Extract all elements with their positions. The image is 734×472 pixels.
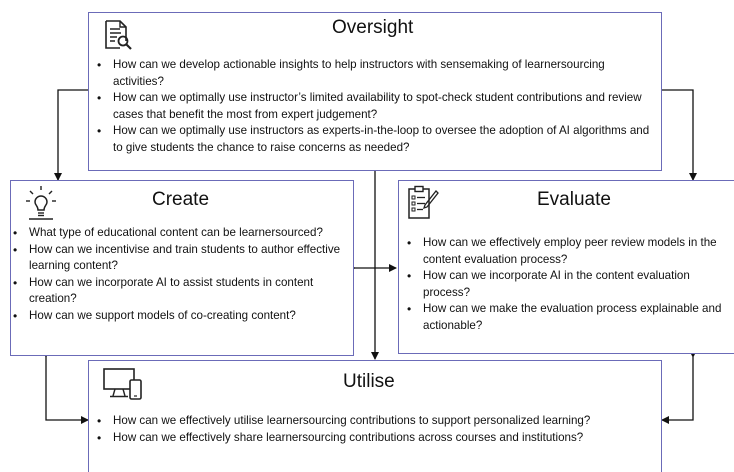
devices-icon <box>103 368 142 400</box>
list-item: How can we effectively employ peer revie… <box>405 235 733 268</box>
create-title: Create <box>152 189 210 210</box>
utilise-title: Utilise <box>343 371 395 392</box>
utilise-list: How can we effectively utilise learnerso… <box>95 413 659 446</box>
evaluate-list: How can we effectively employ peer revie… <box>405 235 733 334</box>
list-item: How can we support models of co-creating… <box>11 308 349 325</box>
list-item: How can we incorporate AI in the content… <box>405 268 733 301</box>
clipboard-checklist-icon <box>408 185 439 219</box>
list-item: How can we make the evaluation process e… <box>405 301 733 334</box>
evaluate-box: Evaluate How can we effectively employ p… <box>398 180 734 354</box>
create-box: Create What type of educational content … <box>10 180 354 356</box>
evaluate-title: Evaluate <box>537 189 611 210</box>
list-item: How can we effectively share learnersour… <box>95 430 659 447</box>
list-item: How can we optimally use instructors as … <box>95 123 655 156</box>
list-item: How can we incentivise and train student… <box>11 242 349 275</box>
list-item: How can we optimally use instructor’s li… <box>95 90 655 123</box>
oversight-box: Oversight How can we develop actionable … <box>88 12 662 171</box>
list-item: How can we develop actionable insights t… <box>95 57 655 90</box>
arrow-evaluate-utilise <box>661 350 697 424</box>
oversight-list: How can we develop actionable insights t… <box>95 57 655 156</box>
arrow-oversight-create <box>54 86 95 181</box>
document-search-icon <box>105 20 132 50</box>
arrow-oversight-evaluate <box>654 86 697 181</box>
list-item: How can we effectively utilise learnerso… <box>95 413 659 430</box>
utilise-box: Utilise How can we effectively utilise l… <box>88 360 662 472</box>
list-item: What type of educational content can be … <box>11 225 349 242</box>
lightbulb-icon <box>26 186 56 220</box>
create-list: What type of educational content can be … <box>11 225 349 324</box>
arrow-create-utilise <box>42 350 89 424</box>
oversight-title: Oversight <box>332 17 414 38</box>
list-item: How can we incorporate AI to assist stud… <box>11 275 349 308</box>
